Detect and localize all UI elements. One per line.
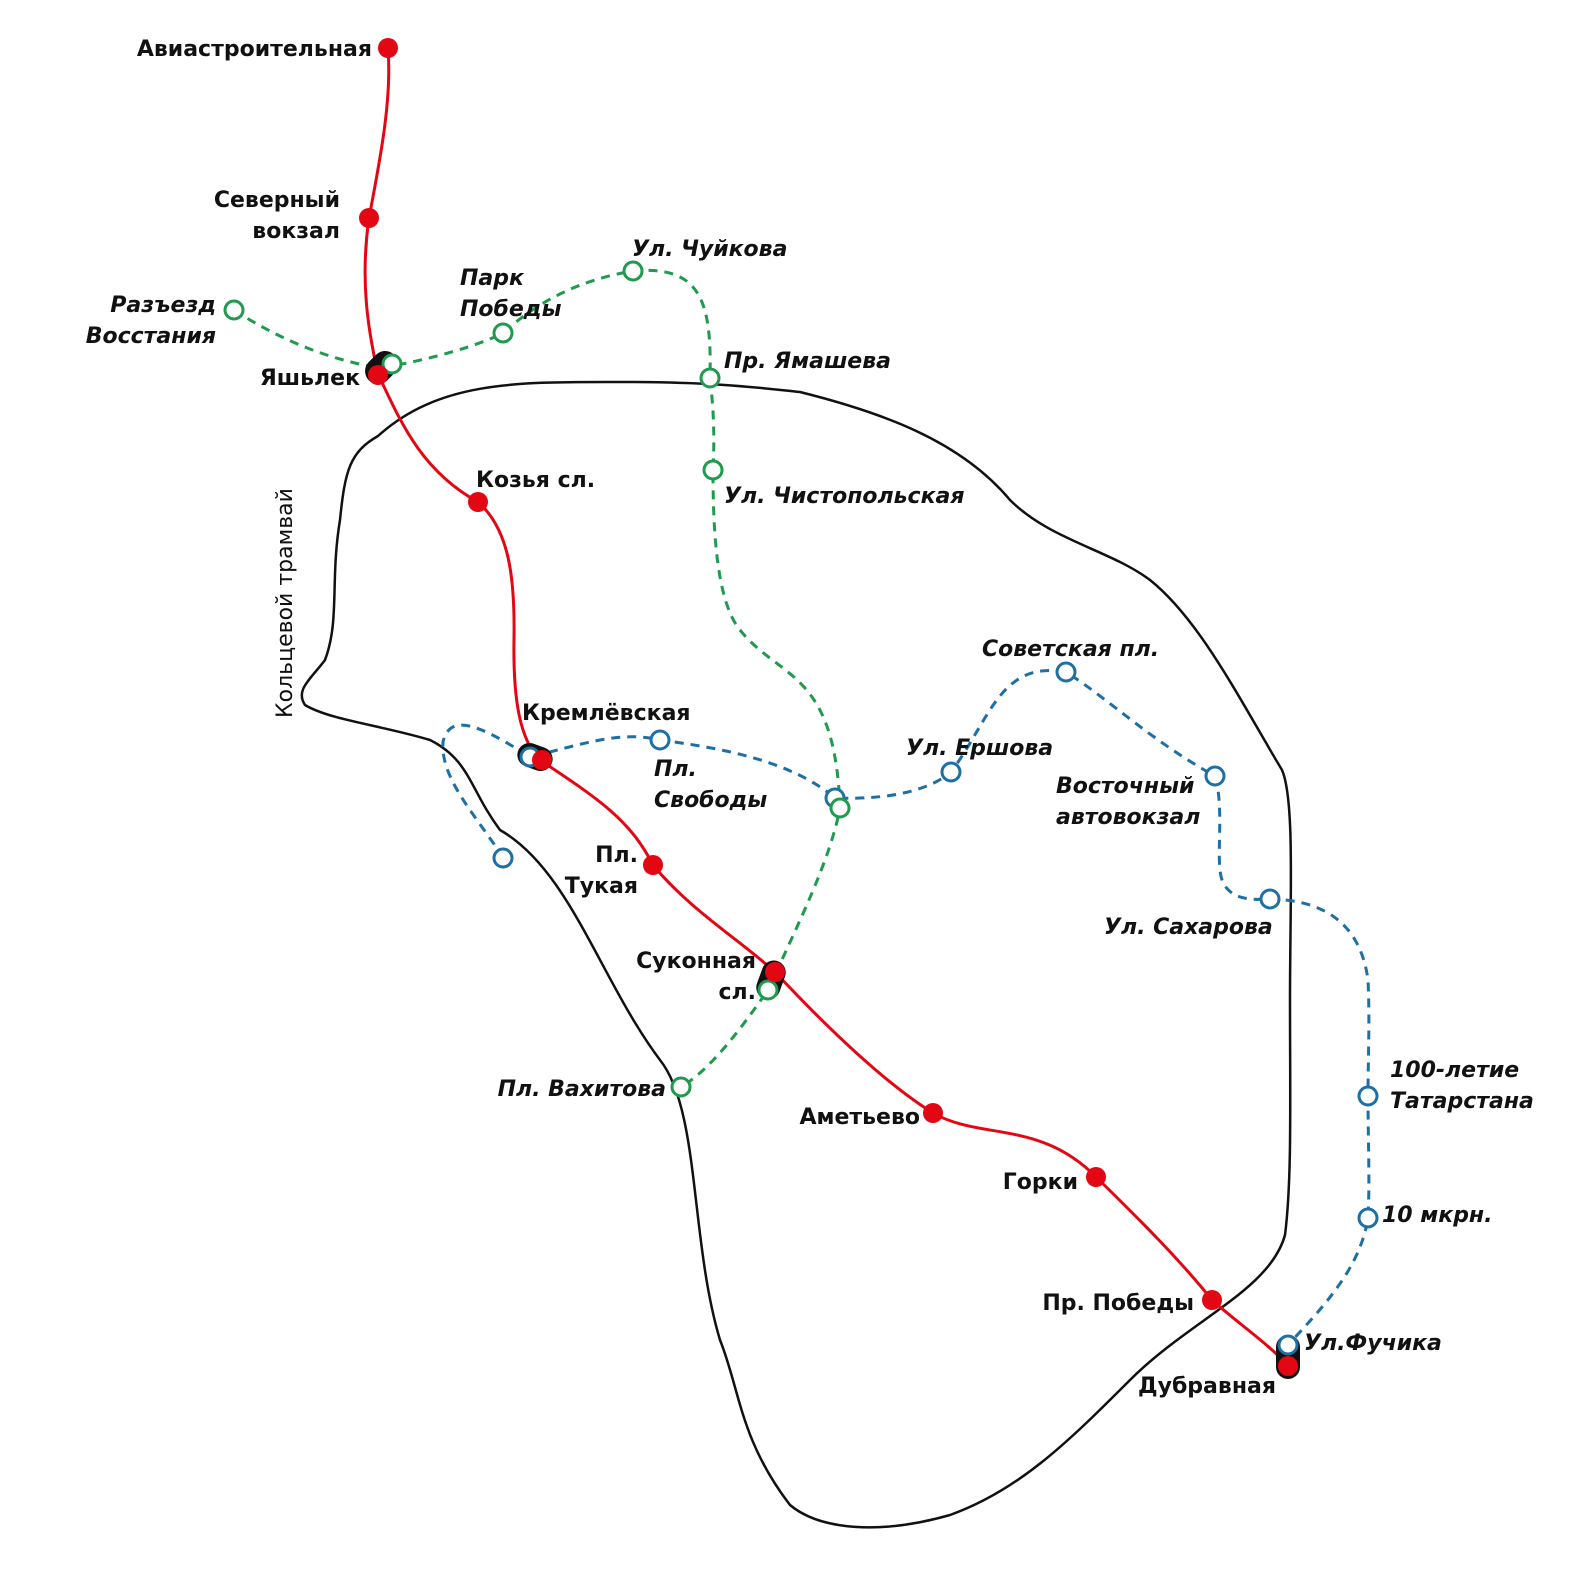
station-label-aviastroitelnaya: Авиастроительная bbox=[137, 37, 372, 62]
station-label-vostochny-avtovokzal: Восточный автовокзал bbox=[1056, 774, 1200, 830]
ring-tram-line bbox=[300, 380, 1293, 1529]
station-label-sovetskaya-pl: Советская пл. bbox=[982, 637, 1159, 662]
station-label-line: Кремлёвская bbox=[522, 701, 691, 726]
station-label-ul-ershova: Ул. Ершова bbox=[906, 736, 1053, 761]
station-label-line: 100-летие bbox=[1390, 1058, 1519, 1083]
station-label-line: 10 мкрн. bbox=[1382, 1203, 1493, 1228]
station-sukonnaya-sl[interactable] bbox=[765, 962, 785, 982]
station-label-sukonnaya-sl: Суконная сл. bbox=[636, 949, 756, 1005]
station-10-mkrn[interactable] bbox=[1357, 1207, 1379, 1229]
station-label-line: Аметьево bbox=[799, 1105, 920, 1130]
station-label-pl-tukaya: Пл. Тукая bbox=[565, 843, 638, 899]
station-vostochny-avtovokzal[interactable] bbox=[1204, 765, 1226, 787]
station-label-line: Советская пл. bbox=[982, 637, 1159, 662]
station-label-line: Горки bbox=[1003, 1170, 1078, 1195]
station-label-yashlek: Яшьлек bbox=[260, 366, 360, 391]
station-label-line: Ул. Сахарова bbox=[1104, 915, 1273, 940]
station-label-pl-vakhitova: Пл. Вахитова bbox=[498, 1077, 666, 1102]
station-label-line: Парк bbox=[460, 266, 525, 291]
station-label-line: Дубравная bbox=[1138, 1374, 1276, 1399]
green-yashlek-station[interactable] bbox=[381, 353, 403, 375]
station-label-line: Тукая bbox=[565, 874, 638, 899]
station-label-line: Ул. Чистопольская bbox=[724, 484, 964, 509]
ring-tram-label: Кольцевой трамвай bbox=[273, 488, 298, 718]
station-label-line: Пр. Победы bbox=[1042, 1291, 1194, 1316]
station-label-line: Яшьлек bbox=[260, 366, 360, 391]
station-label-10-mkrn: 10 мкрн. bbox=[1382, 1203, 1493, 1228]
station-aviastroitelnaya[interactable] bbox=[378, 38, 398, 58]
green-sukonnaya-station[interactable] bbox=[757, 979, 779, 1001]
station-label-pr-pobedy: Пр. Победы bbox=[1042, 1291, 1194, 1316]
station-label-line: Пр. Ямашева bbox=[724, 349, 891, 374]
station-label-line: Разъезд bbox=[110, 293, 216, 318]
station-label-kozya-sl: Козья сл. bbox=[476, 468, 595, 493]
station-ul-chuykova[interactable] bbox=[622, 260, 644, 282]
station-label-line: Татарстана bbox=[1390, 1089, 1534, 1114]
station-label-line: сл. bbox=[718, 980, 756, 1005]
station-sovetskaya-pl[interactable] bbox=[1055, 661, 1077, 683]
station-label-line: Пл. bbox=[654, 757, 697, 782]
station-label-line: автовокзал bbox=[1056, 805, 1200, 830]
station-ul-fuchika[interactable] bbox=[1277, 1334, 1299, 1356]
station-ametyevo[interactable] bbox=[923, 1103, 943, 1123]
station-label-line: Северный bbox=[214, 188, 340, 213]
station-label-ul-fuchika: Ул.Фучика bbox=[1304, 1331, 1442, 1356]
station-label-line: вокзал bbox=[252, 219, 340, 244]
station-label-line: Ул. Чуйкова bbox=[632, 237, 787, 262]
station-pl-vakhitova[interactable] bbox=[670, 1076, 692, 1098]
station-label-kremlevskaya: Кремлёвская bbox=[522, 701, 691, 726]
station-ul-ershova[interactable] bbox=[940, 761, 962, 783]
station-label-line: Восстания bbox=[86, 324, 216, 349]
station-label-ametyevo: Аметьево bbox=[799, 1105, 920, 1130]
station-razezd-vosstaniya[interactable] bbox=[223, 299, 245, 321]
station-label-line: Пл. Вахитова bbox=[498, 1077, 666, 1102]
station-label-line: Козья сл. bbox=[476, 468, 595, 493]
station-pr-pobedy[interactable] bbox=[1202, 1290, 1222, 1310]
station-pl-tukaya[interactable] bbox=[643, 855, 663, 875]
station-label-line: Ул. Ершова bbox=[906, 736, 1053, 761]
green-pl-svobody-station[interactable] bbox=[829, 797, 851, 819]
station-pl-svobody[interactable] bbox=[649, 729, 671, 751]
station-kozya-sl[interactable] bbox=[468, 492, 488, 512]
station-park-pobedy[interactable] bbox=[492, 322, 514, 344]
station-label-ul-chistopolskaya: Ул. Чистопольская bbox=[724, 484, 964, 509]
station-label-ul-chuykova: Ул. Чуйкова bbox=[632, 237, 787, 262]
station-label-line: Свободы bbox=[654, 788, 767, 813]
station-label-severny-vokzal: Северный вокзал bbox=[214, 188, 340, 244]
blue-loop-end-station[interactable] bbox=[492, 847, 514, 869]
station-label-pr-yamasheva: Пр. Ямашева bbox=[724, 349, 891, 374]
station-label-dubravnaya: Дубравная bbox=[1138, 1374, 1276, 1399]
station-gorki[interactable] bbox=[1086, 1167, 1106, 1187]
station-label-line: Восточный bbox=[1056, 774, 1194, 799]
station-dubravnaya[interactable] bbox=[1278, 1356, 1298, 1376]
station-kremlevskaya[interactable] bbox=[532, 750, 552, 770]
station-severny-vokzal[interactable] bbox=[359, 208, 379, 228]
station-label-ul-sakharova: Ул. Сахарова bbox=[1104, 915, 1273, 940]
station-ul-chistopolskaya[interactable] bbox=[702, 459, 724, 481]
station-100-letie[interactable] bbox=[1357, 1085, 1379, 1107]
station-label-line: Авиастроительная bbox=[137, 37, 372, 62]
station-yashlek[interactable] bbox=[368, 365, 388, 385]
station-ul-sakharova[interactable] bbox=[1259, 888, 1281, 910]
station-label-line: Пл. bbox=[595, 843, 638, 868]
station-pr-yamasheva[interactable] bbox=[699, 367, 721, 389]
station-label-pl-svobody: Пл. Свободы bbox=[654, 757, 767, 813]
station-label-line: Суконная bbox=[636, 949, 756, 974]
station-label-line: Победы bbox=[460, 297, 562, 322]
station-label-gorki: Горки bbox=[1003, 1170, 1078, 1195]
green-line bbox=[233, 268, 842, 1089]
station-label-line: Ул.Фучика bbox=[1304, 1331, 1442, 1356]
